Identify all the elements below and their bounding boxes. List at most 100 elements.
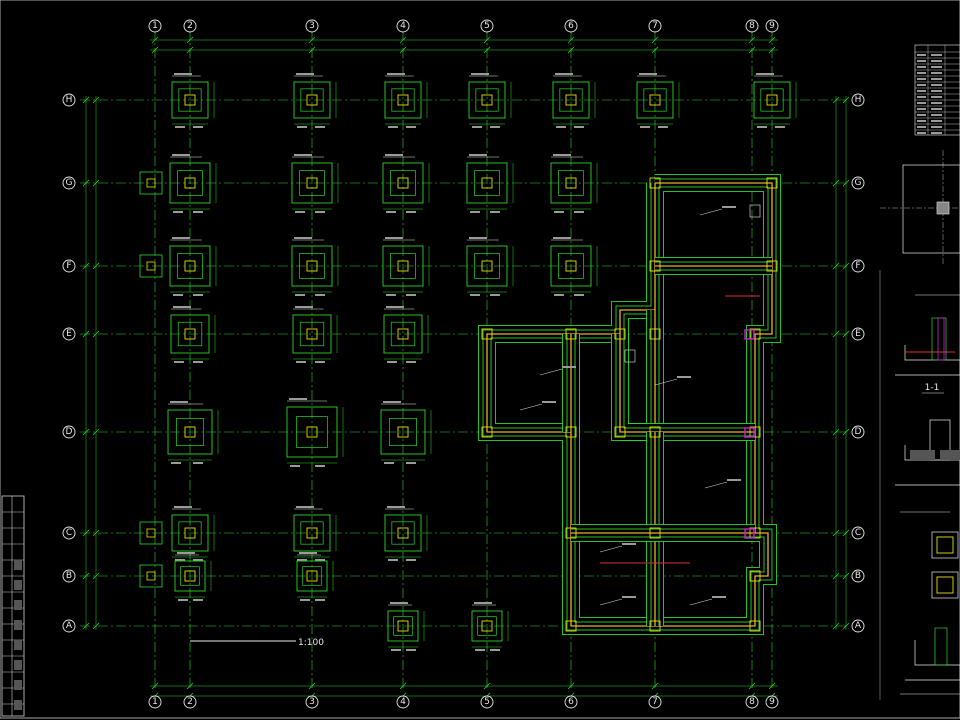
- footing-step: [300, 88, 324, 112]
- column-section: [397, 328, 409, 340]
- footing-outline: [170, 314, 210, 354]
- footing-outline: [171, 81, 209, 119]
- footing-step: [390, 321, 416, 347]
- footing-dim-text: [315, 211, 325, 213]
- column-section: [766, 94, 778, 106]
- section-wall: [934, 627, 948, 666]
- bubble-label: 4: [400, 21, 406, 31]
- bubble-label: 7: [652, 697, 658, 707]
- footing-step: [178, 88, 202, 112]
- bubble-circle: [148, 19, 162, 33]
- dimension-tick: [186, 46, 194, 54]
- row-axis-bubble: B: [851, 569, 865, 583]
- column-section: [481, 620, 493, 632]
- footing-dim-text: [193, 211, 203, 213]
- column-footing: [171, 73, 215, 128]
- footing-dim-text: [574, 294, 584, 296]
- row-axis-bubble: F: [851, 259, 865, 273]
- leader-line: [599, 598, 623, 606]
- footing-step: [302, 566, 322, 586]
- footing-outline: [380, 409, 426, 455]
- column-footing: [169, 237, 217, 296]
- bubble-label: 5: [484, 21, 490, 31]
- column-footing: [170, 306, 216, 363]
- dimension-tick: [92, 330, 100, 338]
- dimension-tick: [151, 46, 159, 54]
- leader-line: [539, 368, 563, 376]
- drawing-scale: 1:100: [298, 638, 324, 648]
- dimension-tick: [92, 96, 100, 104]
- schedule-cell-text: [931, 132, 942, 134]
- bubble-circle: [62, 569, 76, 583]
- footing-outline: [291, 245, 333, 287]
- section-label: 1-1: [925, 383, 940, 393]
- bubble-circle: [480, 695, 494, 709]
- dimension-tick: [768, 682, 776, 690]
- footing-step: [177, 170, 203, 196]
- row-axis-bubble: B: [62, 569, 76, 583]
- column-axis-bubble: 2: [183, 695, 197, 709]
- dimension-tick: [92, 428, 100, 436]
- column-section: [397, 260, 409, 272]
- bubble-label: C: [855, 528, 861, 538]
- bubble-label: A: [66, 621, 73, 631]
- footing-step: [300, 521, 324, 545]
- column-footing: [167, 401, 219, 464]
- column-section: [306, 426, 318, 438]
- dimension-tick: [82, 262, 90, 270]
- row-axis-bubble: E: [851, 327, 865, 341]
- column-footing: [466, 154, 514, 213]
- strip-foundations: [478, 174, 781, 635]
- bubble-circle: [62, 327, 76, 341]
- footing-dim-text: [175, 559, 185, 561]
- column-section-detail: [931, 531, 959, 559]
- leader-text: [727, 479, 741, 481]
- footing-dim-text: [391, 649, 401, 651]
- footing-outline: [169, 245, 211, 287]
- column-section: [481, 260, 493, 272]
- footing-dim-text: [490, 294, 500, 296]
- strip-column: [649, 527, 661, 539]
- footing-label-text: [386, 306, 404, 308]
- dimension-tick: [832, 262, 840, 270]
- column-section: [184, 527, 196, 539]
- footing-dim-text: [406, 294, 416, 296]
- title-block-mark: [14, 680, 22, 690]
- column-section: [397, 94, 409, 106]
- strip-column: [766, 177, 778, 189]
- dimension-tick: [82, 572, 90, 580]
- magenta-marker: [744, 329, 755, 340]
- footing-step: [176, 418, 204, 446]
- bubble-label: 9: [769, 21, 775, 31]
- column-axis-bubble: 3: [305, 695, 319, 709]
- footing-outline: [382, 245, 424, 287]
- small-footing: [139, 564, 163, 588]
- column-section: [184, 94, 196, 106]
- footing-dim-text: [295, 211, 305, 213]
- bubble-circle: [183, 19, 197, 33]
- small-footing: [139, 521, 163, 545]
- footing-dim-text: [475, 649, 485, 651]
- schedule-table: [914, 44, 960, 136]
- column-section: [184, 570, 196, 582]
- footing-step: [558, 170, 584, 196]
- dimension-tick: [82, 428, 90, 436]
- strip-column: [565, 620, 577, 632]
- footing-outline: [293, 514, 331, 552]
- bubble-label: 7: [652, 21, 658, 31]
- section-hatch: [940, 450, 960, 460]
- footing-step: [474, 170, 500, 196]
- bubble-circle: [851, 176, 865, 190]
- footing-detail-plan: [902, 164, 960, 254]
- bubble-label: 1: [152, 21, 158, 31]
- dimension-tick: [308, 682, 316, 690]
- strip-column: [749, 570, 761, 582]
- strip-column: [766, 260, 778, 272]
- schedule-cell-text: [917, 132, 926, 134]
- footing-dim-text: [193, 559, 203, 561]
- column-section-inner: [936, 576, 954, 594]
- strip-column: [481, 426, 493, 438]
- footing-dim-text: [193, 599, 203, 601]
- strip-column: [614, 426, 626, 438]
- bubble-label: B: [855, 571, 861, 581]
